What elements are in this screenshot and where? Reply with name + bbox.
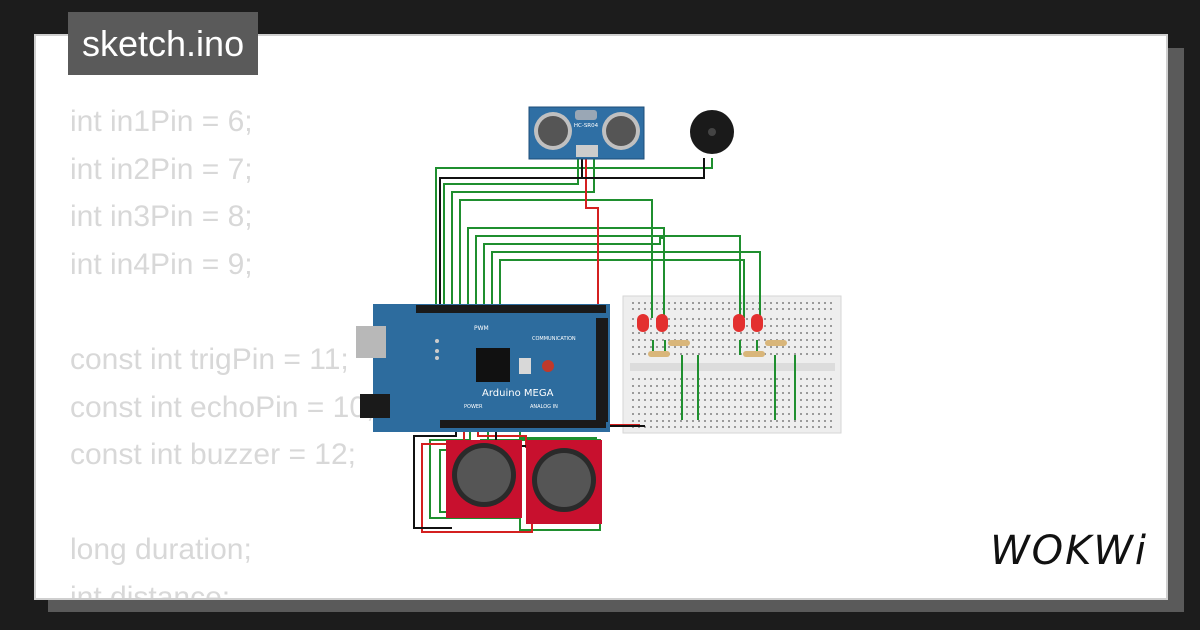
comm-label: COMMUNICATION xyxy=(532,336,576,342)
wokwi-logo: WOKWi xyxy=(990,528,1148,574)
circuit-diagram: HC-SR04 PWM COMMUNICATION xyxy=(356,106,842,533)
code-line: long duration; xyxy=(70,533,252,567)
code-line: int in3Pin = 8; xyxy=(70,200,253,234)
breadboard xyxy=(622,295,842,434)
sensor-label: HC-SR04 xyxy=(574,123,599,129)
arduino-mega-board: PWM COMMUNICATION POWER ANALOG IN Arduin… xyxy=(356,304,610,432)
joystick-module-1 xyxy=(446,440,522,518)
joystick-module-2 xyxy=(526,440,602,524)
ultrasonic-sensor-icon: HC-SR04 xyxy=(528,106,645,160)
code-line: const int buzzer = 12; xyxy=(70,438,356,472)
power-label: POWER xyxy=(464,404,483,410)
led-icons xyxy=(637,314,763,332)
resistor-icons xyxy=(648,340,787,357)
file-name-label: sketch.ino xyxy=(68,12,259,75)
code-line: int in4Pin = 9; xyxy=(70,247,253,281)
analog-label: ANALOG IN xyxy=(530,404,558,410)
buzzer-icon xyxy=(690,110,734,154)
arduino-label: Arduino MEGA xyxy=(482,388,554,399)
pwm-label: PWM xyxy=(474,325,489,332)
preview-card: int in1Pin = 6; int in2Pin = 7; int in3Pin… xyxy=(34,34,1168,600)
code-line: const int trigPin = 11; xyxy=(70,342,349,376)
code-line: int in2Pin = 7; xyxy=(70,152,253,186)
code-line: int in1Pin = 6; xyxy=(70,105,253,138)
code-preview: int in1Pin = 6; int in2Pin = 7; int in3Pin… xyxy=(70,98,374,600)
code-line: int distance; xyxy=(70,580,231,600)
